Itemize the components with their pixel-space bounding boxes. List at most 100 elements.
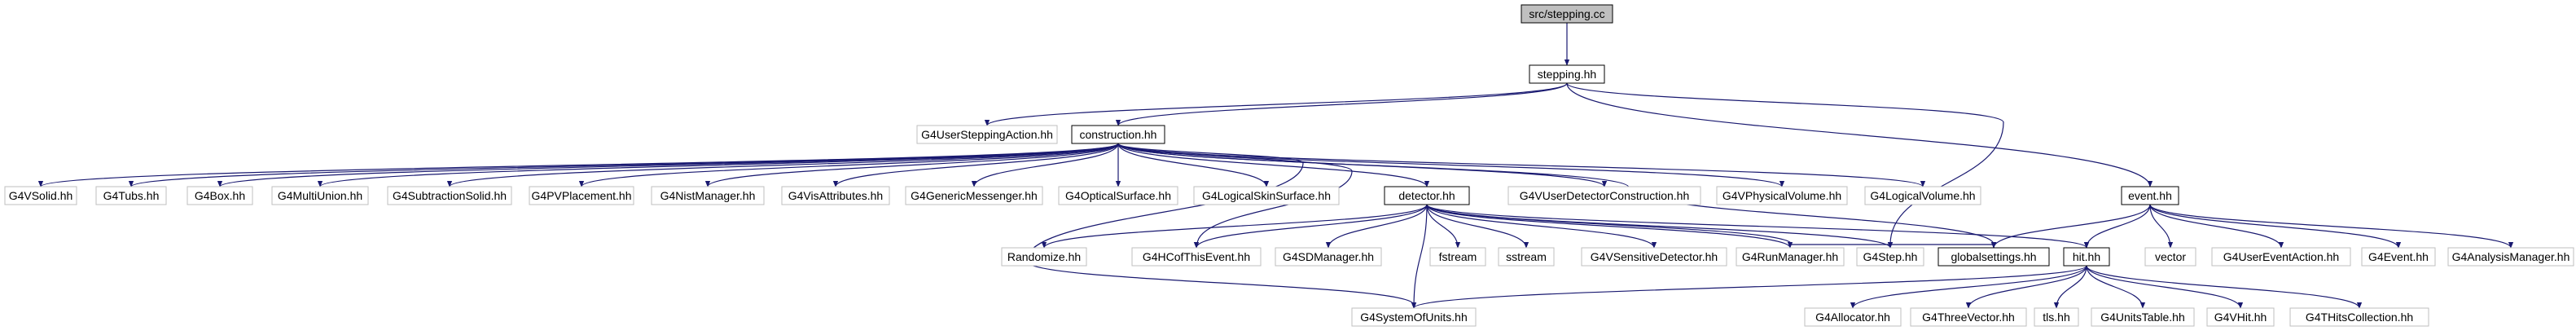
node-label: G4GenericMessenger.hh: [911, 189, 1038, 202]
node-box: [1275, 247, 1382, 267]
node-box: [387, 186, 512, 205]
node-label: globalsettings.hh: [1951, 250, 2036, 263]
node-box: [1071, 125, 1165, 144]
node-G4Event: G4Event.hh: [2361, 247, 2436, 267]
node-label: G4VSolid.hh: [9, 189, 73, 202]
edge-detector-to-G4VSensitiveDetector: [1426, 204, 1657, 249]
node-label: G4SystemOfUnits.hh: [1360, 311, 1468, 324]
node-label: sstream: [1506, 250, 1547, 263]
node-G4VSolid: G4VSolid.hh: [4, 186, 77, 205]
node-box: [187, 186, 253, 205]
node-G4VSensitiveDetector: G4VSensitiveDetector.hh: [1581, 247, 1727, 267]
node-label: G4LogicalVolume.hh: [1870, 189, 1975, 202]
node-label: G4VSensitiveDetector.hh: [1591, 250, 1718, 263]
node-G4SubtractionSolid: G4SubtractionSolid.hh: [387, 186, 512, 205]
edge-hit-to-tls: [2053, 265, 2087, 309]
node-detector[interactable]: detector.hh: [1384, 186, 1470, 205]
node-box: [1429, 247, 1486, 267]
edge-hit-to-G4THitsCollection: [2086, 265, 2363, 309]
node-stepping_hh[interactable]: stepping.hh: [1529, 64, 1605, 84]
node-box: [1529, 64, 1605, 84]
node-Randomize: Randomize.hh: [1001, 247, 1087, 267]
node-label: G4AnalysisManager.hh: [2452, 250, 2570, 263]
node-label: fstream: [1439, 250, 1477, 263]
edge-construction-to-G4LogicalSkinSurface: [1117, 143, 1270, 187]
edge-event-to-G4UserEventAction: [2149, 204, 2284, 249]
edge-event-to-vector: [2149, 204, 2174, 249]
node-box: [2361, 247, 2436, 267]
node-hit[interactable]: hit.hh: [2063, 247, 2110, 267]
node-label: G4Tubs.hh: [103, 189, 160, 202]
edge-detector-to-G4HCofThisEvent: [1193, 204, 1428, 249]
node-label: G4PVPlacement.hh: [532, 189, 632, 202]
node-box: [2121, 186, 2179, 205]
node-label: G4VisAttributes.hh: [788, 189, 883, 202]
edge-event-to-G4Event: [2149, 204, 2402, 249]
edge-stepping_hh-to-G4UserSteppingAction: [984, 82, 1568, 126]
node-box: [1910, 307, 2027, 327]
node-box: [2144, 247, 2196, 267]
node-G4RunManager: G4RunManager.hh: [1736, 247, 1845, 267]
node-box: [2211, 247, 2351, 267]
node-label: hit.hh: [2073, 250, 2100, 263]
node-G4VUserDetectorConstruction: G4VUserDetectorConstruction.hh: [1507, 186, 1701, 205]
edge-construction-to-G4LogicalVolume: [1117, 143, 1925, 187]
node-label: stepping.hh: [1538, 68, 1596, 81]
edge-construction-to-G4SystemOfUnits: [1025, 143, 1417, 309]
edge-detector-to-G4Step: [1426, 204, 1894, 249]
edge-detector-to-sstream: [1426, 204, 1529, 249]
nodes-layer: src/stepping.cc stepping.hhG4UserStepping…: [4, 4, 2574, 327]
edge-construction-to-G4VSolid: [38, 143, 1119, 187]
node-box: [1507, 186, 1701, 205]
node-box: [2034, 307, 2079, 327]
edge-detector-to-globalsettings: [1426, 204, 1997, 249]
node-stepping_cc: src/stepping.cc: [1521, 4, 1613, 24]
node-G4Allocator: G4Allocator.hh: [1804, 307, 1902, 327]
node-label: G4VUserDetectorConstruction.hh: [1520, 189, 1690, 202]
node-box: [1193, 186, 1340, 205]
node-label: G4NistManager.hh: [660, 189, 756, 202]
node-label: src/stepping.cc: [1529, 7, 1604, 20]
node-label: G4VPhysicalVolume.hh: [1722, 189, 1841, 202]
edge-detector-to-hit: [1426, 204, 2089, 249]
node-box: [1131, 247, 1262, 267]
node-box: [2206, 307, 2275, 327]
node-label: G4Event.hh: [2368, 250, 2429, 263]
node-label: G4THitsCollection.hh: [2306, 311, 2413, 324]
node-label: G4SubtractionSolid.hh: [393, 189, 507, 202]
node-label: G4OpticalSurface.hh: [1065, 189, 1171, 202]
node-box: [651, 186, 765, 205]
node-box: [1521, 4, 1613, 24]
node-box: [4, 186, 77, 205]
node-box: [2091, 307, 2195, 327]
edge-hit-to-G4UnitsTable: [2086, 265, 2146, 309]
node-G4PVPlacement: G4PVPlacement.hh: [529, 186, 634, 205]
node-label: G4ThreeVector.hh: [1922, 311, 2015, 324]
edges-layer: [38, 23, 2514, 309]
node-event[interactable]: event.hh: [2121, 186, 2179, 205]
node-label: Randomize.hh: [1007, 250, 1081, 263]
edge-construction-to-G4PVPlacement: [578, 143, 1119, 187]
edge-event-to-hit: [2083, 204, 2151, 249]
node-label: G4Step.hh: [1863, 250, 1918, 263]
node-box: [1001, 247, 1087, 267]
node-box: [1856, 247, 1924, 267]
node-G4SystemOfUnits: G4SystemOfUnits.hh: [1351, 307, 1477, 327]
node-tls: tls.hh: [2034, 307, 2079, 327]
node-label: G4VHit.hh: [2214, 311, 2267, 324]
node-label: G4Allocator.hh: [1815, 311, 1890, 324]
edge-detector-to-fstream: [1426, 204, 1461, 249]
node-box: [529, 186, 634, 205]
node-label: G4MultiUnion.hh: [278, 189, 362, 202]
node-label: G4UserSteppingAction.hh: [921, 128, 1053, 141]
node-box: [916, 125, 1058, 144]
node-label: G4RunManager.hh: [1742, 250, 1838, 263]
node-G4NistManager: G4NistManager.hh: [651, 186, 765, 205]
node-globalsettings[interactable]: globalsettings.hh: [1937, 247, 2050, 267]
edge-hit-to-G4SystemOfUnits: [1411, 265, 2087, 309]
edge-event-to-G4AnalysisManager: [2149, 204, 2514, 249]
node-box: [271, 186, 369, 205]
node-construction[interactable]: construction.hh: [1071, 125, 1165, 144]
node-G4Box: G4Box.hh: [187, 186, 253, 205]
